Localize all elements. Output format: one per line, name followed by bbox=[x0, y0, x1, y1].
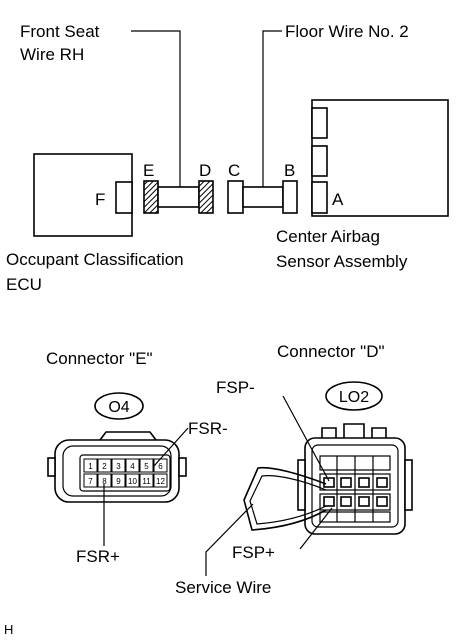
pin-number: 6 bbox=[158, 462, 163, 471]
connector-d-title: Connector "D" bbox=[277, 342, 385, 361]
fsr-minus-label: FSR- bbox=[188, 419, 228, 438]
pin-number: 3 bbox=[116, 462, 121, 471]
pin-number: 10 bbox=[128, 477, 137, 486]
front-seat-wire-harness bbox=[157, 186, 200, 208]
pin-cavity bbox=[125, 458, 140, 473]
pin-label-d: D bbox=[199, 161, 211, 180]
pin-label-c: C bbox=[228, 161, 240, 180]
pin-cavity bbox=[83, 473, 98, 488]
connector-d-hatched bbox=[198, 180, 214, 214]
fsr-minus-leader bbox=[153, 427, 189, 467]
connector-b bbox=[282, 180, 298, 214]
pin-number: 8 bbox=[102, 477, 107, 486]
front-seat-wire-label-line2: Wire RH bbox=[20, 45, 84, 64]
pin-cavity bbox=[153, 473, 168, 488]
connector-d-code: LO2 bbox=[339, 389, 369, 406]
connector-c bbox=[227, 180, 244, 214]
sensor-caption-line2: Sensor Assembly bbox=[276, 252, 408, 271]
pin-number: 11 bbox=[142, 477, 151, 486]
corner-mark: H bbox=[4, 622, 13, 637]
pin-number: 12 bbox=[156, 477, 165, 486]
pin-cavity bbox=[139, 458, 154, 473]
pin-cavity bbox=[125, 473, 140, 488]
pin-number: 4 bbox=[130, 462, 135, 471]
pin-label-b: B bbox=[284, 161, 295, 180]
front-seat-wire-label-line1: Front Seat bbox=[20, 22, 100, 41]
floor-wire-leader bbox=[262, 30, 282, 192]
pin-cavity bbox=[97, 458, 112, 473]
pin-label-e: E bbox=[143, 161, 154, 180]
fsr-plus-label: FSR+ bbox=[76, 547, 120, 566]
pin-number: 1 bbox=[88, 462, 93, 471]
pin-number: 7 bbox=[88, 477, 93, 486]
connector-e-hatched bbox=[143, 180, 159, 214]
sensor-caption-line1: Center Airbag bbox=[276, 227, 380, 246]
fsp-minus-label: FSP- bbox=[216, 378, 255, 397]
connector-e-code: O4 bbox=[108, 399, 129, 416]
pin-number: 2 bbox=[102, 462, 107, 471]
fsp-plus-label: FSP+ bbox=[232, 543, 275, 562]
fsp-plus-leader bbox=[299, 507, 333, 550]
service-wire-loop bbox=[243, 466, 327, 531]
pin-number: 5 bbox=[144, 462, 149, 471]
ecu-caption-line1: Occupant Classification bbox=[6, 250, 184, 269]
floor-wire-label: Floor Wire No. 2 bbox=[285, 22, 409, 41]
connector-e-code-oval bbox=[94, 392, 144, 420]
pin-cavity bbox=[111, 473, 126, 488]
front-seat-wire-leader bbox=[131, 30, 181, 192]
fsp-minus-leader bbox=[282, 395, 330, 482]
pin-cavity bbox=[83, 458, 98, 473]
ecu-caption-line2: ECU bbox=[6, 275, 42, 294]
service-wire-leader bbox=[205, 503, 254, 576]
pin-cavity bbox=[111, 458, 126, 473]
pin-cavity bbox=[139, 473, 154, 488]
ecu-connector-f bbox=[115, 181, 133, 214]
service-wire-loop-inner bbox=[249, 475, 327, 525]
connector-d-code-oval bbox=[325, 381, 383, 411]
floor-wire-harness bbox=[242, 186, 284, 208]
connector-e-title: Connector "E" bbox=[46, 349, 153, 368]
pin-label-f: F bbox=[95, 190, 105, 209]
sensor-port-2 bbox=[311, 145, 328, 177]
pin-label-a: A bbox=[332, 190, 344, 209]
center-airbag-sensor-box bbox=[311, 99, 449, 217]
sensor-connector-a bbox=[311, 181, 328, 214]
sensor-port-1 bbox=[311, 107, 328, 139]
pin-number: 9 bbox=[116, 477, 121, 486]
connector-d-face bbox=[297, 423, 413, 535]
service-wire-label: Service Wire bbox=[175, 578, 271, 597]
